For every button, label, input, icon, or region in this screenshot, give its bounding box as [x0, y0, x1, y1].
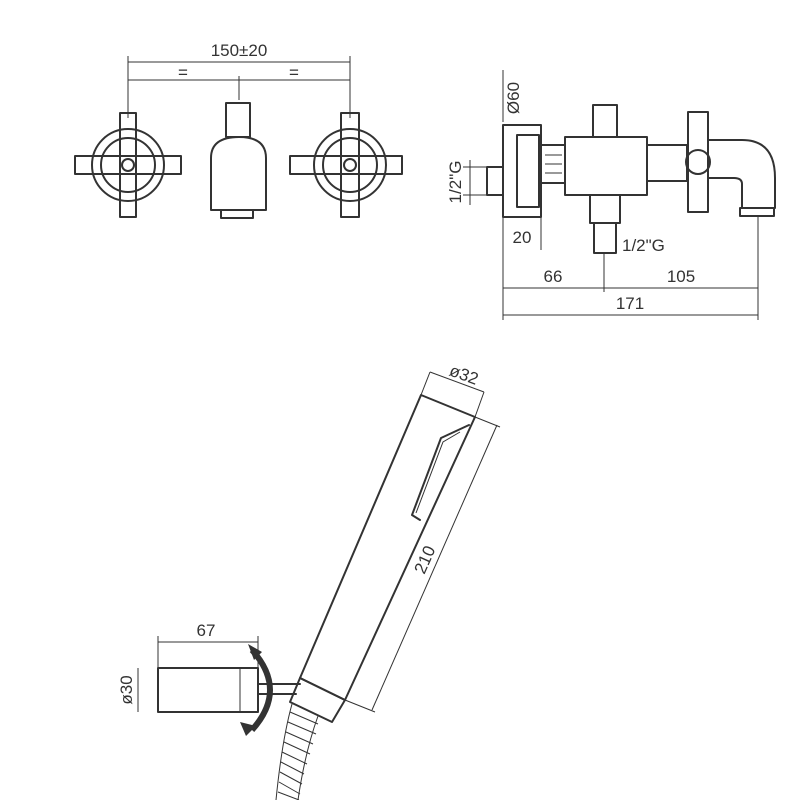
left-cross-handle: [74, 112, 182, 218]
rotation-arrow-head-bottom: [240, 722, 256, 736]
wall-holder: 67 ø30: [117, 621, 301, 736]
spout: [707, 139, 776, 209]
outlet-label: 1/2"G: [622, 236, 665, 255]
wall-plate-inner: [516, 134, 540, 208]
side-handle-stem: [687, 111, 709, 213]
length-extension-top: [474, 416, 501, 428]
depth-label: 20: [513, 228, 532, 247]
right-span-label: 105: [667, 267, 695, 286]
right-cross-handle: [289, 112, 403, 218]
total-span-label: 171: [616, 294, 644, 313]
left-span-label: 66: [544, 267, 563, 286]
spray-face: [411, 424, 470, 521]
equal-mark-right: =: [289, 63, 299, 82]
front-view: 150±20 = =: [74, 41, 403, 219]
head-extension-left: [420, 371, 431, 396]
side-mixer-body: [564, 136, 648, 196]
shower-handle-body: [299, 394, 476, 701]
hose-coils: [277, 711, 319, 800]
holder-body: [157, 667, 259, 713]
holder-diameter-label: ø30: [117, 675, 136, 704]
head-diameter-line: [429, 371, 485, 393]
holder-length-label: 67: [197, 621, 216, 640]
inlet-stub: [486, 166, 504, 196]
rotation-arrow-head-top: [248, 644, 262, 660]
diameter-label: Ø60: [504, 82, 523, 114]
wall-plate: [502, 124, 542, 218]
outlet-stub: [593, 222, 617, 254]
length-dimension-line: [371, 424, 498, 711]
side-view: Ø60 1/2"G 20 1/2"G: [446, 70, 776, 320]
central-mixer-body: [210, 102, 267, 219]
hand-shower: ø32 210: [275, 361, 501, 800]
rotation-arrow: [249, 647, 273, 733]
outlet-nut: [589, 194, 621, 224]
spout-aerator: [739, 207, 775, 217]
equal-mark-left: =: [178, 63, 188, 82]
head-extension-right: [474, 391, 485, 418]
side-handle-hub: [685, 149, 711, 175]
head-diameter-label: ø32: [447, 361, 481, 389]
side-connector: [646, 144, 688, 182]
inlet-label: 1/2"G: [446, 161, 465, 204]
spray-face-inner: [415, 431, 461, 514]
diverter-knob: [592, 104, 618, 138]
width-dimension-label: 150±20: [211, 41, 268, 60]
length-extension-bottom: [344, 699, 376, 713]
